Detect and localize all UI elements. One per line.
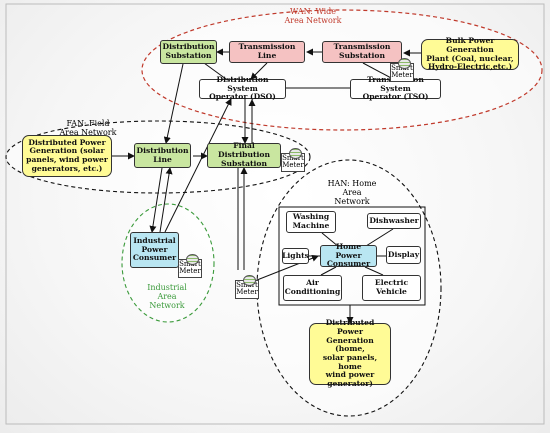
fan-label: FAN: Field Area Network [59,119,117,137]
figure-frame [5,3,545,425]
tso-box: Transmission System Operator (TSO) [350,75,441,101]
home-appliances-frame [278,206,426,306]
dso-box: Distribution System Operator (DSO) [199,75,286,101]
smart-meter-home: Smart Meter [235,275,259,299]
air-conditioning: Air Conditioning [283,275,342,301]
meter-dial-icon [186,254,199,265]
transmission-line: Transmission Line [229,41,305,63]
washing-machine: Washing Machine [286,211,336,233]
lights: Lights [282,248,309,264]
distribution-line: Distribution Line [134,143,191,168]
smart-meter-wan: Smart Meter [390,58,414,82]
meter-dial-icon [243,275,256,286]
han-label: HAN: Home Area Network [327,179,377,206]
electric-vehicle: Electric Vehicle [362,275,421,301]
home-power-consumer: Home Power Consumer [320,242,377,268]
industrial-power-consumer: Industrial Power Consumer [130,232,179,268]
final-distribution-substation: Final Distribution Substation [207,142,281,168]
dishwasher: Dishwasher [367,213,421,229]
ian-label: Industrial Area Network [147,283,187,310]
wan-label: WAN: Wide Area Network [284,7,342,25]
transmission-substation: Transmission Substation [322,41,402,63]
meter-dial-icon [289,148,302,159]
smart-meter-fan: Smart Meter [281,148,305,172]
bulk-power-generation-plant: Bulk Power Generation Plant (Coal, nucle… [421,36,519,71]
distributed-power-generation-home: Distributed Power Generation (home, sola… [309,318,391,388]
display: Display [386,246,421,264]
distribution-substation: Distribution Substation [160,40,217,64]
meter-dial-icon [398,58,411,69]
distributed-power-generation-fan: Distributed Power Generation (solar pane… [22,135,112,177]
smart-meter-industrial: Smart Meter [178,254,202,278]
